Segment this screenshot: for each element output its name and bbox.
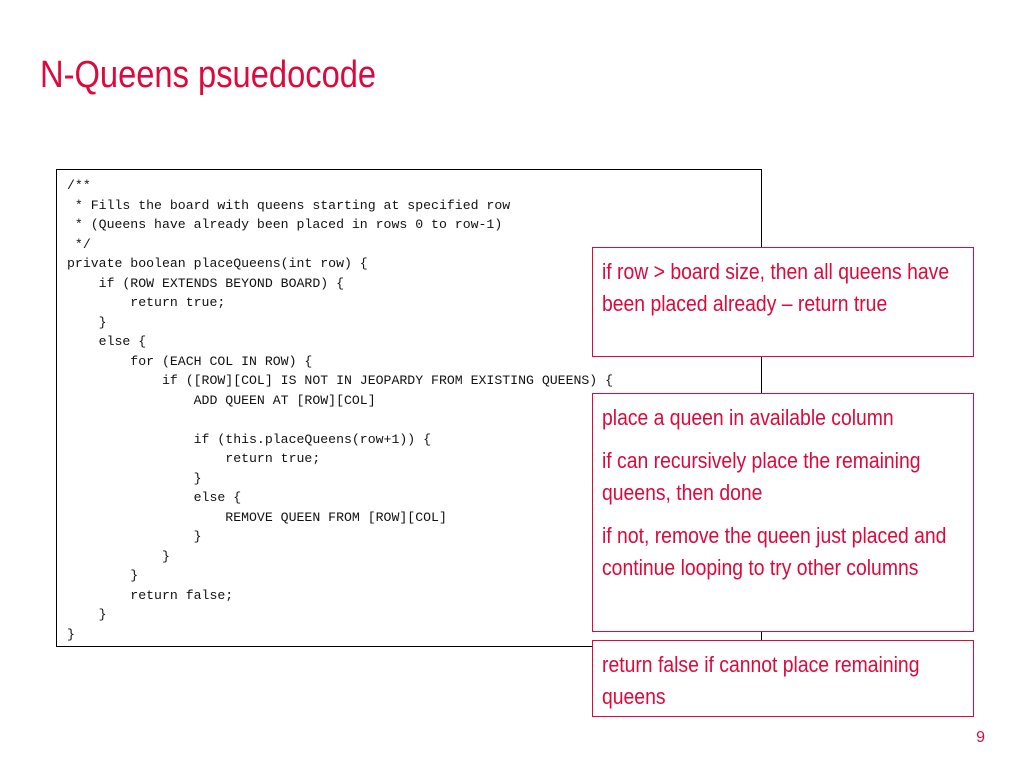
code-line: return true; <box>67 295 226 310</box>
code-line: /** <box>67 178 91 193</box>
code-line: */ <box>67 236 91 252</box>
code-line: return false; <box>67 587 234 603</box>
code-line: else { <box>67 490 242 505</box>
page-number: 9 <box>976 729 985 746</box>
code-line: } <box>67 548 170 564</box>
code-line: if (this.placeQueens(row+1)) { <box>67 431 432 447</box>
code-line: else { <box>67 334 147 349</box>
code-line: ADD QUEEN AT [ROW][COL] <box>67 392 376 408</box>
code-line: } <box>67 607 107 622</box>
callout-loop: place a queen in available column if can… <box>592 393 974 632</box>
callout-base-case-text: if row > board size, then all queens hav… <box>602 259 950 316</box>
callout-loop-line-2: if can recursively place the remaining q… <box>602 448 921 505</box>
code-line: for (EACH COL IN ROW) { <box>67 353 313 369</box>
code-line: return true; <box>67 451 321 466</box>
code-line: } <box>67 314 107 330</box>
slide-title: N-Queens psuedocode <box>40 54 377 96</box>
code-line: } <box>67 626 75 642</box>
callout-loop-line-3: if not, remove the queen just placed and… <box>602 523 947 580</box>
code-line: } <box>67 470 202 486</box>
code-line: if (ROW EXTENDS BEYOND BOARD) { <box>67 275 344 291</box>
code-line: } <box>67 568 139 583</box>
code-line: * (Queens have already been placed in ro… <box>67 217 503 232</box>
code-line: private boolean placeQueens(int row) { <box>67 256 368 271</box>
callout-failure-text: return false if cannot place remaining q… <box>602 652 920 709</box>
callout-base-case: if row > board size, then all queens hav… <box>592 247 974 357</box>
code-line: if ([ROW][COL] IS NOT IN JEOPARDY FROM E… <box>67 373 614 388</box>
code-line: REMOVE QUEEN FROM [ROW][COL] <box>67 509 447 525</box>
callout-loop-line-1: place a queen in available column <box>602 405 894 430</box>
code-line: * Fills the board with queens starting a… <box>67 197 511 213</box>
callout-failure: return false if cannot place remaining q… <box>592 640 974 717</box>
code-line: } <box>67 529 202 544</box>
